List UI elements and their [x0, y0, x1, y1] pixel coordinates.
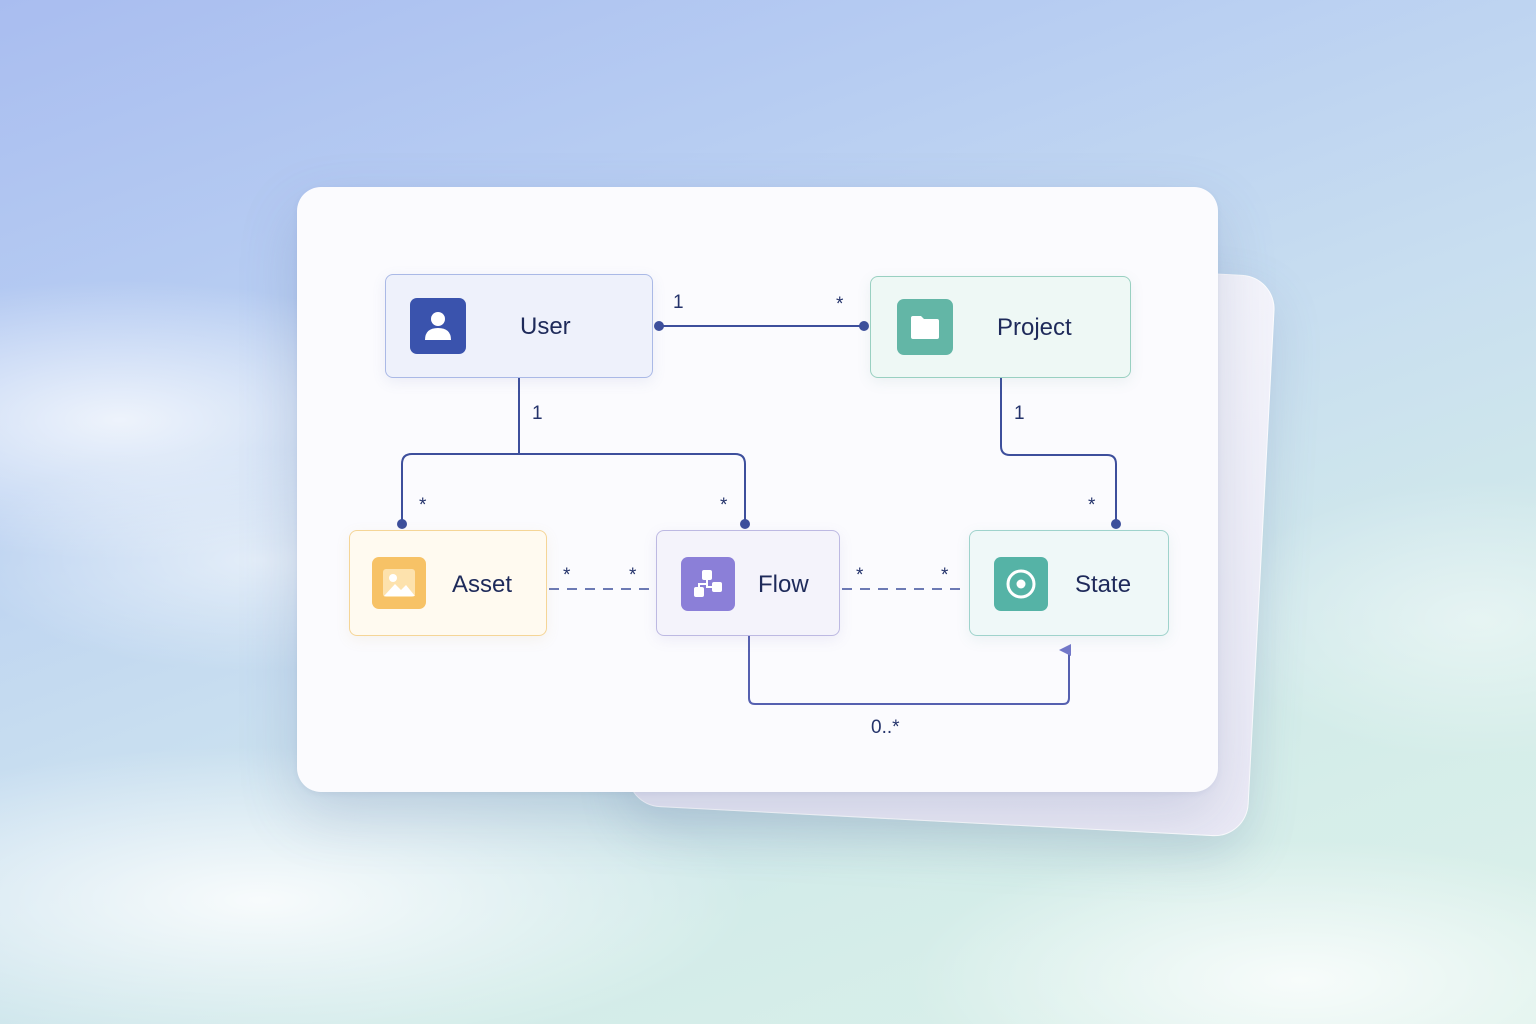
- mult-user-project-to: *: [836, 294, 844, 315]
- node-project[interactable]: Project: [870, 276, 1131, 378]
- mult-flow-state-to: *: [941, 565, 949, 586]
- node-state-label: State: [1075, 571, 1132, 598]
- mult-user-down: 1: [532, 403, 543, 424]
- mult-user-asset-to: *: [419, 495, 427, 516]
- image-icon: [372, 557, 426, 609]
- mult-flow-state-from: *: [856, 565, 864, 586]
- node-user[interactable]: User: [385, 274, 653, 378]
- mult-flow-state-arrow-label: 0..*: [871, 717, 900, 738]
- mult-project-state-from: 1: [1014, 403, 1025, 424]
- node-asset[interactable]: Asset: [349, 530, 547, 636]
- mult-user-project-from: 1: [673, 292, 684, 313]
- user-icon: [410, 298, 466, 354]
- mult-user-flow-to: *: [720, 495, 728, 516]
- node-user-label: User: [520, 313, 571, 340]
- node-project-label: Project: [997, 314, 1072, 341]
- node-state[interactable]: State: [969, 530, 1169, 636]
- node-flow[interactable]: Flow: [656, 530, 840, 636]
- node-asset-label: Asset: [452, 571, 513, 598]
- mult-asset-flow-from: *: [563, 565, 571, 586]
- folder-icon: [897, 299, 953, 355]
- flow-icon: [681, 557, 735, 611]
- mult-project-state-to: *: [1088, 495, 1096, 516]
- mult-asset-flow-to: *: [629, 565, 637, 586]
- target-icon: [994, 557, 1048, 611]
- node-flow-label: Flow: [758, 571, 809, 598]
